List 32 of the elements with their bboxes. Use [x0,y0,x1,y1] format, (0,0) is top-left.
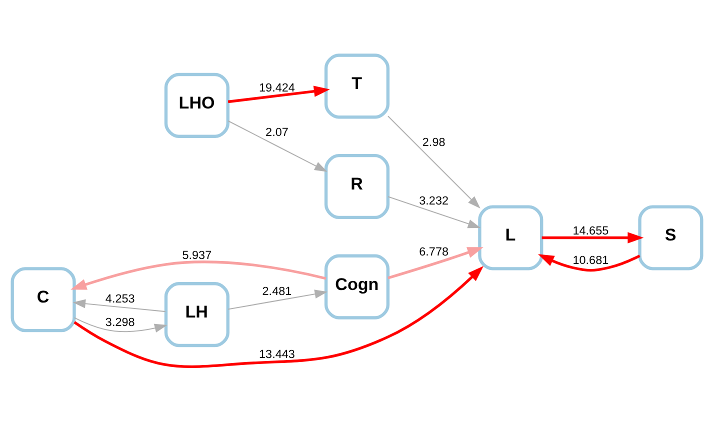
edge-label: 2.07 [266,126,288,139]
arrow [388,115,480,208]
node-box: Cogn [324,254,390,319]
arrow [228,289,328,310]
arrow [538,254,640,272]
edge-label: 5.937 [182,248,212,262]
arrow [228,85,330,103]
edge-label: 4.253 [105,292,135,306]
arrow [72,298,166,312]
node-box: LHO [164,72,230,138]
node-box: T [324,53,390,118]
node-box: LH [164,282,230,347]
arrow [228,120,328,172]
node-box: R [324,153,390,219]
edge-label: 3.298 [105,316,135,329]
arrow [74,265,484,368]
node-box: C [10,266,76,332]
edge-label: 2.481 [262,284,292,298]
edge-label: 10.681 [572,254,609,267]
arrow [542,232,644,243]
arrow [70,260,326,290]
edge-label: 2.98 [422,135,446,148]
arrow [74,316,168,332]
node-box: L [478,204,544,270]
edge-label: 14.655 [572,224,609,237]
arrow [388,246,484,279]
edge-label: 19.424 [259,80,295,94]
edge-label: 3.232 [419,194,448,207]
node-box: S [638,204,704,270]
edge-label: 6.778 [419,245,448,258]
arrow [388,196,481,228]
edge-label: 13.443 [259,348,295,361]
